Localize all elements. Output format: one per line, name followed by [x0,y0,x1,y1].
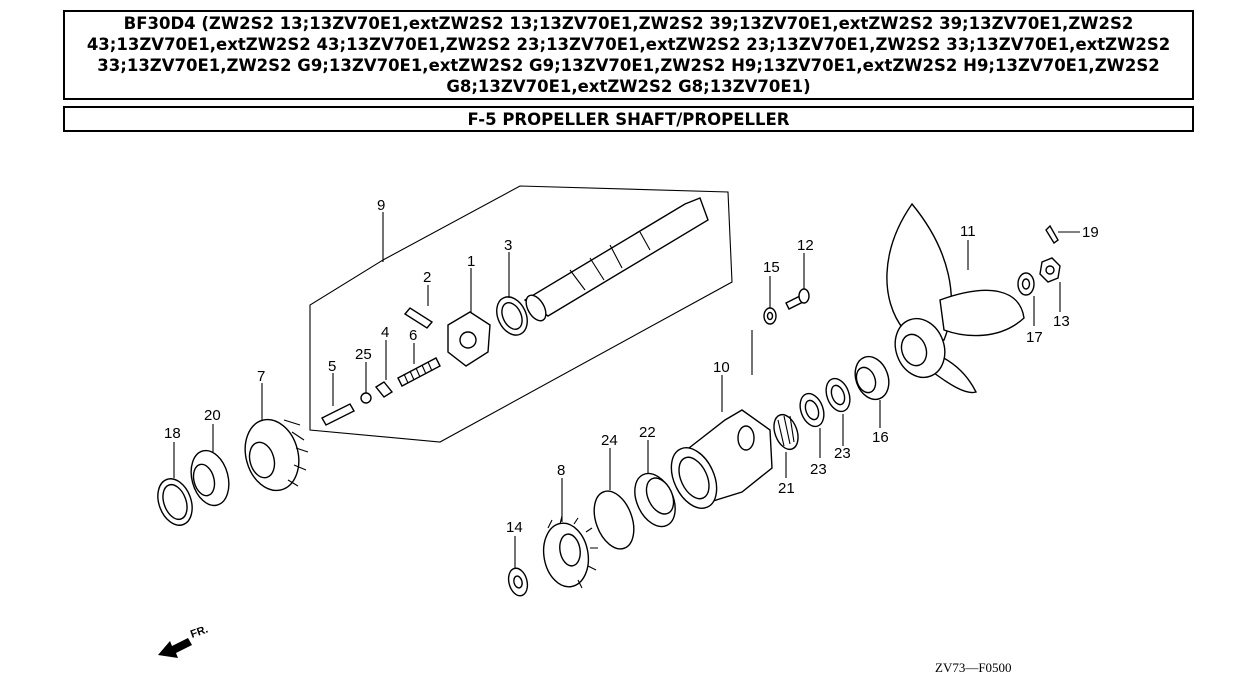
part-23-seal-b[interactable] [822,375,854,414]
exploded-parts-diagram: 9 2 1 3 4 6 25 5 7 20 18 8 14 24 22 10 2… [152,185,1099,675]
part-13-nut[interactable] [1039,257,1061,283]
front-direction-arrow: FR. [158,623,210,658]
part-24-o-ring[interactable] [587,486,641,555]
callout-25: 25 [355,346,372,363]
callout-23-a: 23 [810,461,827,478]
callout-4: 4 [381,324,389,341]
section-title-box: F-5 PROPELLER SHAFT/PROPELLER [63,106,1194,132]
part-1-clutch[interactable] [447,311,491,367]
part-15-washer[interactable] [763,307,777,325]
callout-13: 13 [1053,313,1070,330]
callout-21: 21 [778,480,795,497]
part-14-washer[interactable] [506,566,531,598]
callout-2: 2 [423,269,431,286]
front-direction-label: FR. [189,623,210,640]
part-23-seal-a[interactable] [796,390,828,429]
callout-7: 7 [257,368,265,385]
part-25-ball[interactable] [360,392,372,404]
part-5-pin[interactable] [321,403,355,426]
callout-17: 17 [1026,329,1043,346]
callout-20: 20 [204,407,221,424]
propeller-shaft[interactable] [522,197,709,324]
part-17-washer[interactable] [1017,272,1035,296]
part-18-ring[interactable] [152,474,198,530]
callout-18: 18 [164,425,181,442]
callout-19: 19 [1082,224,1099,241]
callout-3: 3 [504,237,512,254]
part-2-pin[interactable] [403,307,434,329]
model-title: BF30D4 (ZW2S2 13;13ZV70E1,extZW2S2 13;13… [86,14,1171,96]
callout-14: 14 [506,519,523,536]
callout-1: 1 [467,253,475,270]
drawing-code: ZV73—F0500 [935,660,1012,675]
callout-22: 22 [639,424,656,441]
part-22-bearing[interactable] [627,467,683,533]
part-21-needle-bearing[interactable] [770,411,803,452]
callout-6: 6 [409,327,417,344]
part-12-bolt[interactable] [785,288,810,310]
callout-5: 5 [328,358,336,375]
part-6-spring[interactable] [397,357,441,387]
section-title: F-5 PROPELLER SHAFT/PROPELLER [467,109,790,129]
part-4-pin[interactable] [374,381,394,398]
part-8-gear[interactable] [539,515,598,590]
part-11-propeller[interactable] [886,202,1025,394]
part-20-bearing[interactable] [185,446,234,509]
leader-lines [173,212,1080,568]
part-3-ring[interactable] [491,292,533,340]
callouts: 9 2 1 3 4 6 25 5 7 20 18 8 14 24 22 10 2… [164,197,1099,536]
model-title-box: BF30D4 (ZW2S2 13;13ZV70E1,extZW2S2 13;13… [63,10,1194,100]
callout-11: 11 [960,223,976,240]
callout-10: 10 [713,359,730,376]
callout-15: 15 [763,259,780,276]
part-10-bearing-holder[interactable] [662,409,773,515]
shaft-assembly-outline [309,185,733,443]
callout-24: 24 [601,432,618,449]
callout-23-b: 23 [834,445,851,462]
callout-8: 8 [557,462,565,479]
part-19-cotter-pin[interactable] [1045,224,1059,245]
part-7-gear[interactable] [238,413,309,496]
callout-9: 9 [377,197,385,214]
callout-12: 12 [797,237,814,254]
part-16-thrust-washer[interactable] [849,352,894,404]
callout-16: 16 [872,429,889,446]
